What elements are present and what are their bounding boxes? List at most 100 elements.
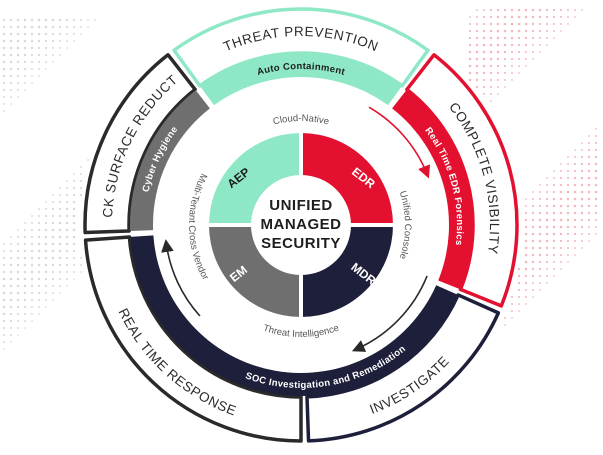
background-dot xyxy=(588,233,590,235)
background-dot xyxy=(531,218,535,222)
background-dot xyxy=(87,19,89,21)
background-dot xyxy=(524,288,528,292)
background-dot xyxy=(73,33,75,35)
background-dot xyxy=(587,197,591,201)
background-dot xyxy=(23,284,27,288)
background-dot xyxy=(482,85,486,89)
background-dot xyxy=(524,260,528,264)
background-dot xyxy=(9,32,13,36)
background-dot xyxy=(51,214,55,218)
background-dot xyxy=(80,26,82,28)
background-dot xyxy=(16,81,20,85)
background-dot xyxy=(545,218,549,222)
background-dot xyxy=(532,51,534,53)
background-dot xyxy=(587,183,591,187)
background-dot xyxy=(580,169,584,173)
background-dot xyxy=(30,270,34,274)
background-dot xyxy=(59,54,61,56)
background-dot xyxy=(531,22,535,26)
background-dot xyxy=(9,270,13,274)
background-dot xyxy=(30,228,34,232)
background-dot xyxy=(45,61,47,63)
background-dot xyxy=(51,32,55,36)
background-dot xyxy=(2,53,6,57)
background-dot xyxy=(24,320,26,322)
outer-segment-investigate xyxy=(305,293,501,443)
background-dot xyxy=(72,18,76,22)
background-dot xyxy=(51,249,55,253)
background-dot xyxy=(30,25,34,29)
background-dot xyxy=(559,246,563,250)
background-dot xyxy=(65,228,69,232)
background-dot xyxy=(566,190,570,194)
background-dot xyxy=(518,65,520,67)
background-dot xyxy=(524,36,528,40)
svg-text:Cloud-Native: Cloud-Native xyxy=(272,113,330,128)
background-dot xyxy=(560,163,562,165)
background-dot xyxy=(51,18,55,22)
background-dot xyxy=(17,89,19,91)
background-dot xyxy=(23,67,27,71)
label-unified-console: Unified Console xyxy=(397,190,413,261)
background-dot xyxy=(3,348,5,350)
background-dot xyxy=(65,193,69,197)
background-dot xyxy=(9,74,13,78)
background-dot xyxy=(24,222,26,224)
background-dot xyxy=(503,71,507,75)
background-dot xyxy=(16,25,20,29)
background-dot xyxy=(531,211,535,215)
background-dot xyxy=(65,18,69,22)
band-soc-investigation xyxy=(130,235,458,397)
background-dot xyxy=(72,235,76,239)
background-dot xyxy=(538,29,542,33)
background-dot xyxy=(545,260,549,264)
background-dot xyxy=(16,39,20,43)
background-dot xyxy=(510,57,514,61)
background-dot xyxy=(566,232,570,236)
background-dot xyxy=(79,256,83,260)
background-dot xyxy=(566,183,570,187)
background-dot xyxy=(17,334,19,336)
background-dot xyxy=(560,30,562,32)
label-cloud-native: Cloud-Native xyxy=(272,113,330,128)
background-dot xyxy=(539,289,541,291)
background-dot xyxy=(44,46,48,50)
background-dot xyxy=(17,327,19,329)
background-dot xyxy=(573,211,577,215)
background-dot xyxy=(10,96,12,98)
background-dot xyxy=(517,50,521,54)
background-dot xyxy=(9,277,13,281)
background-dot xyxy=(573,197,577,201)
background-dot xyxy=(16,284,20,288)
background-dot xyxy=(524,239,528,243)
background-dot xyxy=(496,29,500,33)
background-dot xyxy=(3,341,5,343)
background-dot xyxy=(3,103,5,105)
background-dot xyxy=(16,53,20,57)
background-dot xyxy=(482,92,486,96)
background-dot xyxy=(44,291,48,295)
background-dot xyxy=(594,141,598,145)
background-dot xyxy=(58,235,62,239)
background-dot xyxy=(538,204,542,208)
background-dot xyxy=(79,193,83,197)
background-dot xyxy=(559,239,563,243)
background-dot xyxy=(45,68,47,70)
background-dot xyxy=(2,326,6,330)
background-dot xyxy=(559,169,563,173)
background-dot xyxy=(52,54,54,56)
background-dot xyxy=(531,204,535,208)
background-dot xyxy=(546,177,548,179)
background-dot xyxy=(44,242,48,246)
background-dot xyxy=(468,64,472,68)
background-dot xyxy=(9,284,13,288)
background-dot xyxy=(503,57,507,61)
background-dot xyxy=(475,64,479,68)
background-dot xyxy=(517,22,521,26)
background-dot xyxy=(23,249,27,253)
outer-ring xyxy=(83,7,519,443)
background-dot xyxy=(538,218,542,222)
background-dot xyxy=(511,317,513,319)
background-dot xyxy=(489,85,493,89)
background-dot xyxy=(2,319,6,323)
